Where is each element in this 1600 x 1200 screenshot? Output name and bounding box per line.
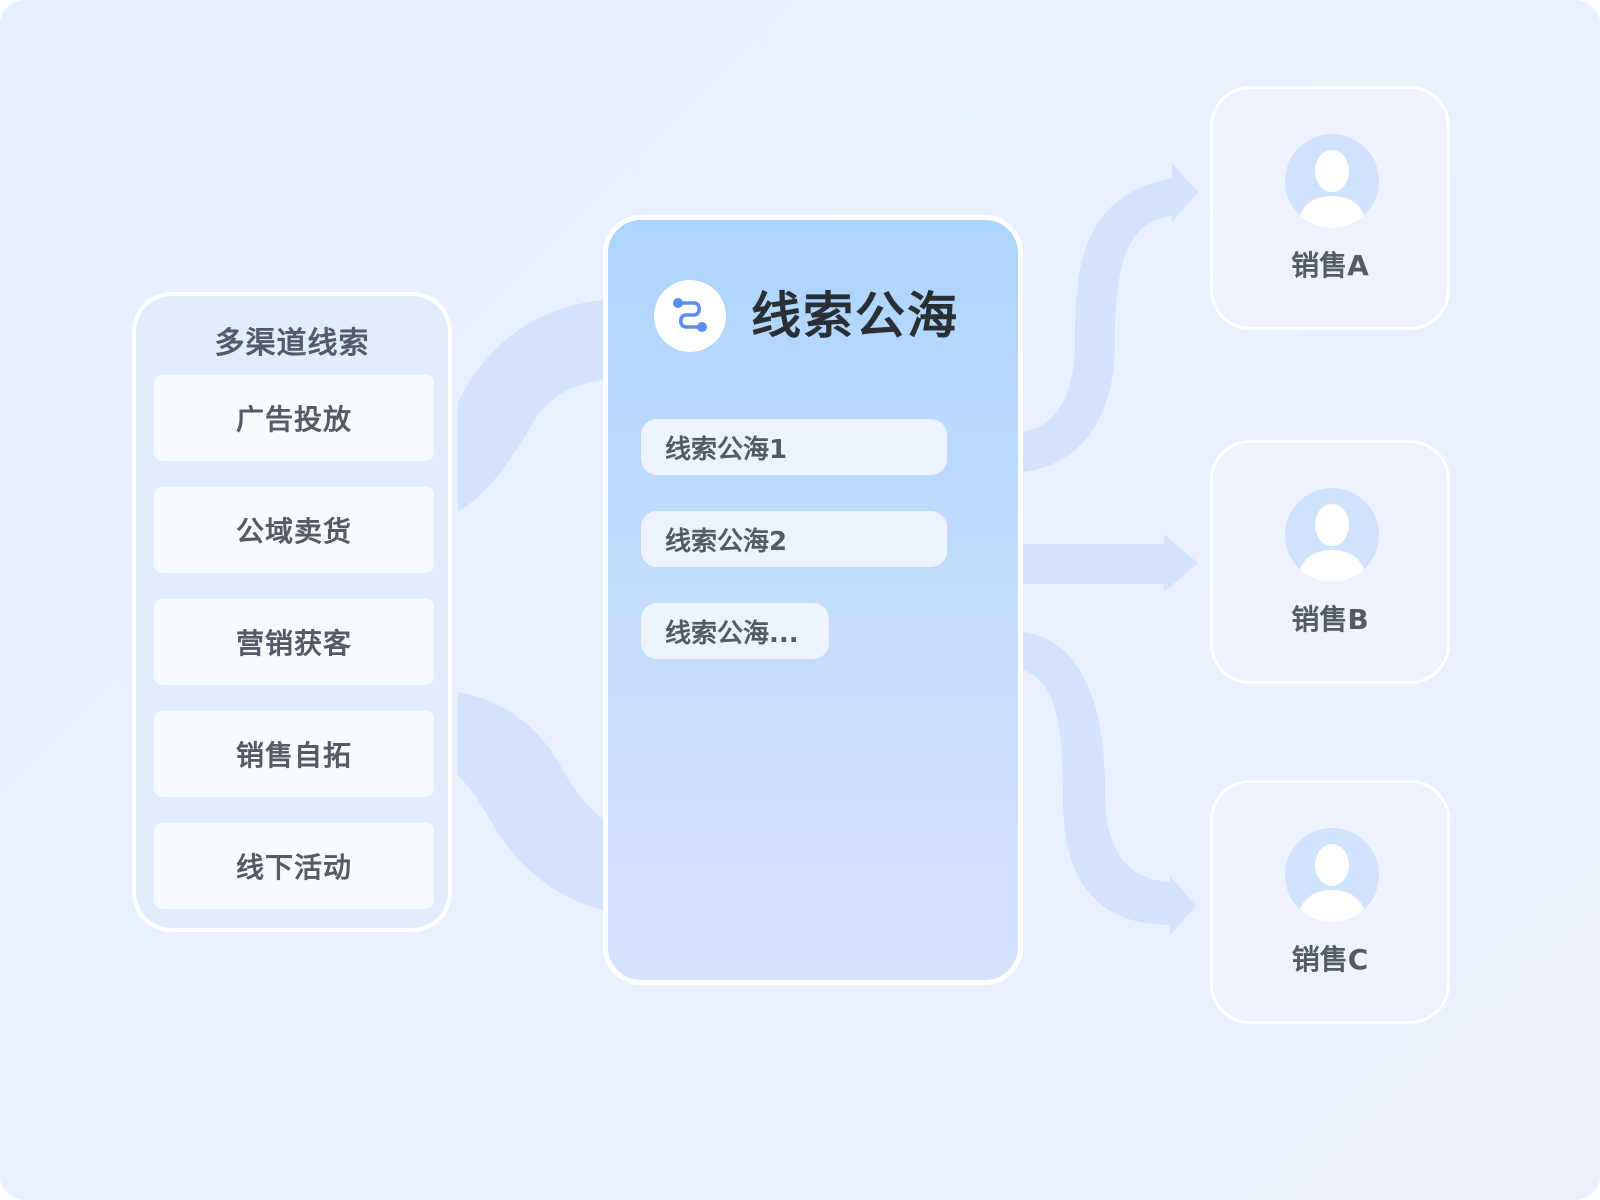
- lead-pool-panel: 线索公海 线索公海1 线索公海2 线索公海...: [603, 215, 1023, 985]
- source-item-sales-self-prospecting: 销售自拓: [154, 711, 434, 797]
- flow-sources-to-pool-upper: [458, 300, 603, 512]
- sales-label: 销售B: [1291, 603, 1369, 636]
- source-item-ad-placement: 广告投放: [154, 375, 434, 461]
- arrow-to-sales-b: [1023, 534, 1198, 592]
- sales-card-a: 销售A: [1210, 86, 1450, 330]
- flow-sources-to-pool-lower: [458, 692, 603, 910]
- panel-title: 多渠道线索: [214, 326, 370, 361]
- arrow-to-sales-a: [1023, 163, 1198, 472]
- pool-item-1: 线索公海1: [641, 419, 947, 475]
- pool-item-2: 线索公海2: [641, 511, 947, 567]
- arrow-to-sales-c: [1023, 632, 1196, 935]
- user-avatar-icon: [1285, 134, 1379, 228]
- pool-item-more: 线索公海...: [641, 603, 829, 659]
- user-avatar-icon: [1285, 488, 1379, 582]
- multi-channel-leads-panel: 多渠道线索 广告投放 公域卖货 营销获客 销售自拓 线下活动: [132, 292, 452, 932]
- route-icon: [654, 280, 726, 352]
- source-item-marketing-acquisition: 营销获客: [154, 599, 434, 685]
- pool-title: 线索公海: [751, 287, 959, 345]
- source-item-public-sales: 公域卖货: [154, 487, 434, 573]
- source-item-offline-events: 线下活动: [154, 823, 434, 909]
- sales-card-b: 销售B: [1210, 440, 1450, 684]
- sales-label: 销售C: [1291, 943, 1369, 976]
- user-avatar-icon: [1285, 828, 1379, 922]
- sales-label: 销售A: [1291, 249, 1369, 282]
- sales-card-c: 销售C: [1210, 780, 1450, 1024]
